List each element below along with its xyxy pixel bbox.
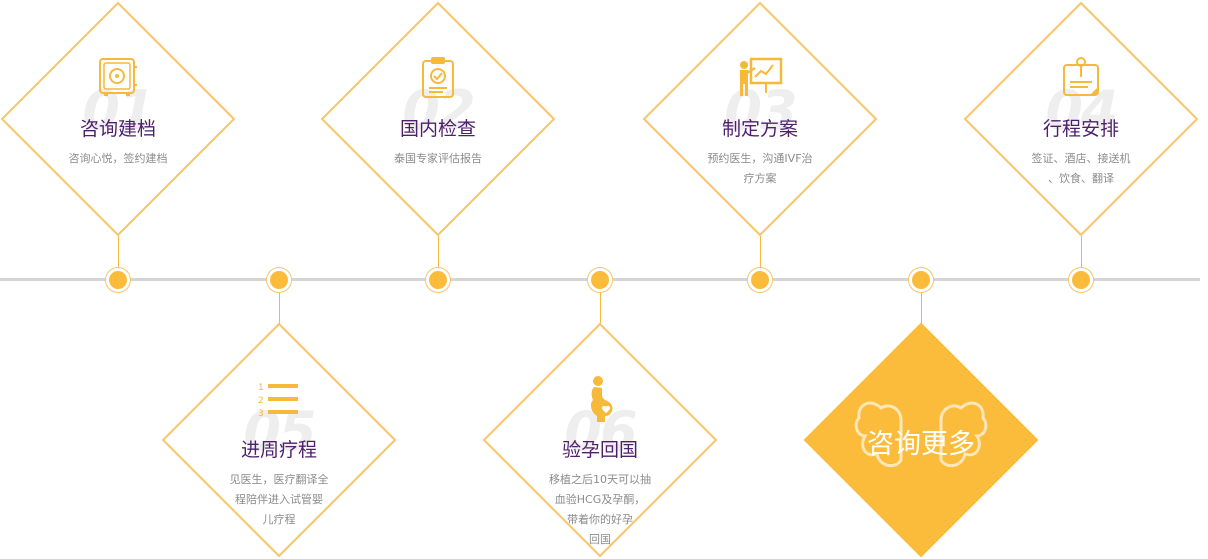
step-card-5[interactable]: 05 1 2 3 进周疗程 见医生，医疗翻译全 程陪伴进入试管婴 儿疗程 bbox=[161, 322, 397, 558]
clipboard-check-icon bbox=[422, 57, 454, 98]
step-desc: 签证、酒店、接送机 、饮食、翻译 bbox=[1021, 149, 1141, 189]
more-consult-button[interactable]: 咨询更多 bbox=[803, 322, 1039, 558]
connector-5 bbox=[279, 280, 280, 324]
timeline-dot-1 bbox=[106, 268, 130, 292]
step-desc-line: 程陪伴进入试管婴 bbox=[235, 493, 323, 506]
timeline-dot-5 bbox=[267, 268, 291, 292]
step-title: 验孕回国 bbox=[561, 439, 638, 461]
step-desc-line: 带着你的好孕 bbox=[567, 513, 633, 526]
step-title: 制定方案 bbox=[721, 118, 798, 140]
numbered-list-icon: 1 2 3 bbox=[258, 383, 298, 419]
more-consult-label: 咨询更多 bbox=[867, 429, 975, 460]
presentation-board-icon bbox=[740, 57, 783, 96]
step-desc: 泰国专家评估报告 bbox=[378, 149, 498, 169]
step-number: 02 bbox=[402, 79, 475, 142]
timeline-dot-2 bbox=[426, 268, 450, 292]
pregnant-woman-icon bbox=[590, 376, 613, 422]
step-desc-line: 、饮食、翻译 bbox=[1048, 172, 1114, 185]
connector-1 bbox=[118, 236, 119, 279]
step-desc-line: 疗方案 bbox=[743, 172, 777, 185]
step-number: 03 bbox=[724, 79, 797, 142]
connector-3 bbox=[760, 236, 761, 279]
step-card-1[interactable]: 01 咨询建档 咨询心悦，签约建档 bbox=[0, 1, 236, 237]
step-desc-line: 预约医生，沟通IVF治 bbox=[707, 152, 813, 165]
step-desc-line: 签证、酒店、接送机 bbox=[1031, 152, 1131, 165]
timeline-dot-more bbox=[909, 268, 933, 292]
step-desc: 移植之后10天可以抽 血验HCG及孕酮， 带着你的好孕 回国 bbox=[540, 470, 660, 550]
svg-text:1: 1 bbox=[258, 383, 264, 393]
step-card-2[interactable]: 02 国内检查 泰国专家评估报告 bbox=[320, 1, 556, 237]
step-title: 国内检查 bbox=[399, 118, 476, 140]
svg-text:3: 3 bbox=[258, 409, 264, 419]
step-desc-line: 咨询心悦，签约建档 bbox=[68, 152, 168, 165]
step-number: 04 bbox=[1045, 79, 1118, 142]
step-card-6[interactable]: 06 验孕回国 移植之后10天可以抽 血验HCG及孕酮， 带着你的好孕 回国 bbox=[482, 322, 718, 558]
connector-more bbox=[921, 280, 922, 324]
step-desc-line: 泰国专家评估报告 bbox=[394, 152, 482, 165]
step-desc-line: 见医生，医疗翻译全 bbox=[229, 473, 329, 486]
timeline-dot-6 bbox=[588, 268, 612, 292]
step-desc-line: 儿疗程 bbox=[262, 513, 296, 526]
step-card-4[interactable]: 04 行程安排 签证、酒店、接送机 、饮食、翻译 bbox=[963, 1, 1199, 237]
connector-4 bbox=[1081, 236, 1082, 279]
step-card-3[interactable]: 03 制定方案 预约医生，沟通IVF治 疗方案 bbox=[642, 1, 878, 237]
safe-icon bbox=[99, 58, 137, 96]
step-desc-line: 回国 bbox=[589, 533, 611, 546]
step-desc-line: 血验HCG及孕酮， bbox=[554, 493, 646, 506]
step-desc: 预约医生，沟通IVF治 疗方案 bbox=[700, 149, 820, 189]
timeline-dot-4 bbox=[1069, 268, 1093, 292]
connector-2 bbox=[438, 236, 439, 279]
svg-text:2: 2 bbox=[258, 396, 264, 406]
step-title: 咨询建档 bbox=[79, 118, 156, 140]
connector-6 bbox=[600, 280, 601, 324]
step-desc-line: 移植之后10天可以抽 bbox=[549, 473, 651, 486]
step-title: 行程安排 bbox=[1042, 118, 1119, 140]
step-desc: 咨询心悦，签约建档 bbox=[58, 149, 178, 169]
step-title: 进周疗程 bbox=[240, 439, 317, 461]
step-desc: 见医生，医疗翻译全 程陪伴进入试管婴 儿疗程 bbox=[219, 470, 339, 530]
heart-outline-icon bbox=[854, 401, 988, 468]
timeline-dot-3 bbox=[748, 268, 772, 292]
notepad-pin-icon bbox=[1063, 57, 1099, 96]
